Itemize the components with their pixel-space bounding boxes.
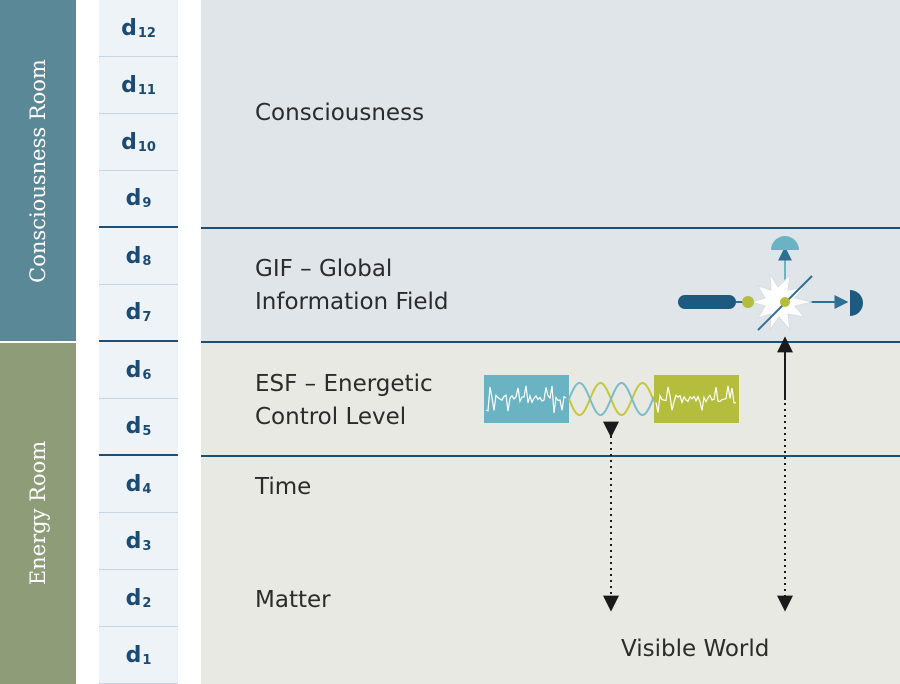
wave-teal [568,382,655,416]
level-gif-line2: Information Field [255,289,449,315]
divider-consciousness-gif [201,227,900,229]
gif-beam-splitter-group [678,236,863,332]
energy-room-panel: Energy Room [0,343,76,684]
particle-dot-center [780,297,790,307]
visible-world-label: Visible World [621,636,770,662]
detector-right-icon [850,290,863,316]
particle-dot-left [742,296,754,308]
level-gif-line1: GIF – Global [255,256,393,282]
consciousness-room-panel: Consciousness Room [0,0,76,341]
emitter-icon [678,295,736,309]
divider-gif-esf [201,341,900,343]
detector-top-icon [771,236,799,250]
level-consciousness: Consciousness [255,100,425,126]
consciousness-band [201,0,900,228]
esf-signal-group [484,375,739,423]
matter-band [201,456,900,684]
level-esf-line1: ESF – Energetic [255,371,433,397]
divider-esf-time [201,455,900,457]
level-matter: Matter [255,587,331,613]
noise-trace-teal [485,385,567,413]
level-esf-line2: Control Level [255,404,407,430]
level-time: Time [255,474,312,500]
noise-trace-green [655,385,736,413]
noise-signal-teal [484,375,569,423]
